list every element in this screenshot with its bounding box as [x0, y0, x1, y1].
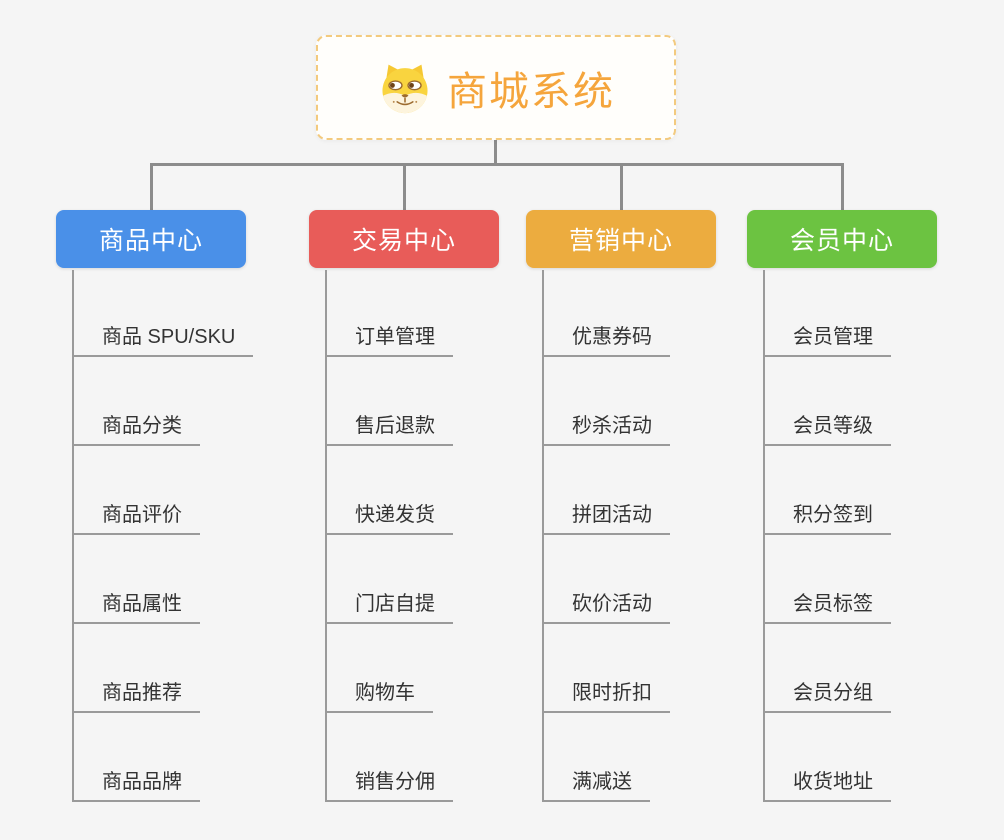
branch-spine	[763, 270, 765, 802]
branch-marketing-center: 营销中心 优惠券码 秒杀活动 拼团活动 砍价活动 限时折扣 满减送	[526, 210, 766, 802]
connector-drop-2	[403, 163, 406, 210]
node-item[interactable]: 会员等级	[763, 414, 891, 446]
node-item[interactable]: 优惠券码	[542, 325, 670, 357]
branch-header-product-center[interactable]: 商品中心	[56, 210, 246, 268]
node-item[interactable]: 收货地址	[763, 770, 891, 802]
branch-header-trade-center[interactable]: 交易中心	[309, 210, 499, 268]
node-item[interactable]: 销售分佣	[325, 770, 453, 802]
connector-root-stub	[494, 140, 497, 164]
branch-header-member-center[interactable]: 会员中心	[747, 210, 937, 268]
node-item[interactable]: 订单管理	[325, 325, 453, 357]
node-item[interactable]: 商品推荐	[72, 681, 200, 713]
node-item[interactable]: 满减送	[542, 770, 650, 802]
root-title: 商城系统	[447, 69, 615, 114]
node-item[interactable]: 秒杀活动	[542, 414, 670, 446]
node-item[interactable]: 拼团活动	[542, 503, 670, 535]
node-item[interactable]: 售后退款	[325, 414, 453, 446]
node-item[interactable]: 砍价活动	[542, 592, 670, 624]
node-item[interactable]: 商品分类	[72, 414, 200, 446]
branch-header-marketing-center[interactable]: 营销中心	[526, 210, 716, 268]
connector-trunk	[150, 163, 842, 166]
node-item[interactable]: 商品评价	[72, 503, 200, 535]
connector-drop-1	[150, 163, 153, 210]
node-item[interactable]: 积分签到	[763, 503, 891, 535]
node-item[interactable]: 限时折扣	[542, 681, 670, 713]
node-item[interactable]: 会员标签	[763, 592, 891, 624]
node-item[interactable]: 商品 SPU/SKU	[72, 325, 254, 357]
branch-product-center: 商品中心 商品 SPU/SKU 商品分类 商品评价 商品属性 商品推荐 商品品牌	[56, 210, 296, 802]
branch-spine	[542, 270, 544, 802]
connector-drop-4	[841, 163, 844, 210]
node-item[interactable]: 商品属性	[72, 592, 200, 624]
node-item[interactable]: 门店自提	[325, 592, 453, 624]
node-item[interactable]: 会员分组	[763, 681, 891, 713]
branch-spine	[72, 270, 74, 802]
node-item[interactable]: 快递发货	[325, 503, 453, 535]
node-item[interactable]: 购物车	[325, 681, 433, 713]
root-node[interactable]: 商城系统	[316, 35, 676, 140]
dog-face-icon	[382, 64, 428, 113]
node-item[interactable]: 商品品牌	[72, 770, 200, 802]
branch-spine	[325, 270, 327, 802]
branch-member-center: 会员中心 会员管理 会员等级 积分签到 会员标签 会员分组 收货地址	[747, 210, 987, 802]
connector-drop-3	[620, 163, 623, 210]
branch-trade-center: 交易中心 订单管理 售后退款 快递发货 门店自提 购物车 销售分佣	[309, 210, 549, 802]
node-item[interactable]: 会员管理	[763, 325, 891, 357]
